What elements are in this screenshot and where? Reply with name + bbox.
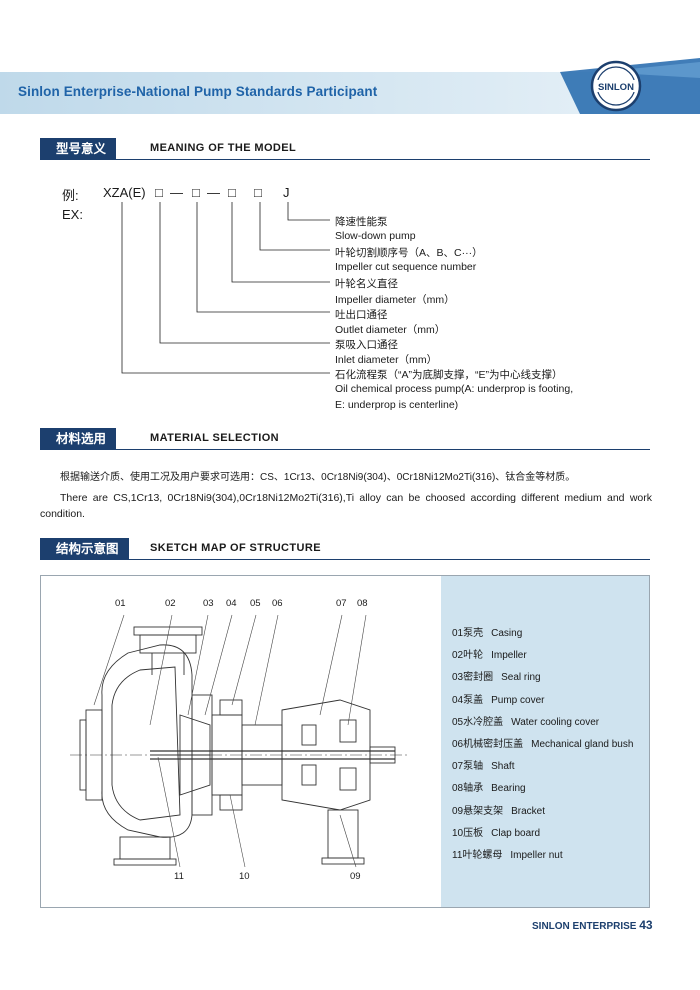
model-prefix-en: EX: bbox=[62, 207, 83, 222]
desc-5-en: Inlet diameter（mm） bbox=[335, 354, 438, 366]
desc-3-en: Impeller diameter（mm） bbox=[335, 294, 455, 306]
callout-04: 04 bbox=[226, 598, 237, 609]
part-item-05: 05水冷腔盖 Water cooling cover bbox=[452, 713, 599, 728]
section-structure-header: 结构示意图 SKETCH MAP OF STRUCTURE bbox=[40, 538, 650, 560]
part-name-cn: 压板 bbox=[463, 827, 484, 839]
part-label: 03 bbox=[452, 672, 464, 684]
model-dash-1: — bbox=[170, 185, 183, 200]
section-material-cn: 材料选用 bbox=[40, 428, 117, 450]
model-dash-2: — bbox=[207, 185, 220, 200]
part-item-04: 04泵盖 Pump cover bbox=[452, 691, 544, 706]
section-material-header: 材料选用 MATERIAL SELECTION bbox=[40, 428, 650, 450]
part-name-cn: 叶轮 bbox=[463, 650, 484, 662]
part-name-cn: 机械密封压盖 bbox=[463, 739, 524, 750]
part-item-10: 10压板 Clap board bbox=[452, 824, 540, 839]
part-name-cn: 泵轴 bbox=[463, 761, 484, 773]
desc-1-cn: 降速性能泵 bbox=[335, 216, 388, 228]
model-code-diagram: 例: EX: XZA(E) □ — □ — □ □ J 降速性能泵 Slow-d… bbox=[0, 175, 700, 425]
part-item-01: 01泵壳 Casing bbox=[452, 624, 522, 639]
part-name-cn: 泵壳 bbox=[463, 628, 484, 639]
callout-08: 08 bbox=[357, 598, 368, 609]
part-label: 10 bbox=[452, 827, 464, 839]
desc-6-cn: 石化流程泵（“A”为底脚支撑，“E”为中心线支撑） bbox=[335, 369, 563, 381]
part-item-11: 11叶轮螺母 Impeller nut bbox=[452, 846, 563, 861]
part-item-06: 06机械密封压盖 Mechanical gland bush bbox=[452, 735, 633, 750]
part-name-en: Impeller bbox=[491, 650, 527, 662]
section-model-header: 型号意义 MEANING OF THE MODEL bbox=[40, 138, 650, 160]
desc-5-cn: 泵吸入口通径 bbox=[335, 339, 398, 351]
part-label: 06 bbox=[452, 739, 464, 750]
callout-11: 11 bbox=[174, 871, 184, 882]
callout-03: 03 bbox=[203, 598, 214, 609]
callout-10: 10 bbox=[239, 871, 250, 882]
model-prefix-cn: 例: bbox=[62, 188, 79, 203]
part-item-09: 09悬架支架 Bracket bbox=[452, 802, 545, 817]
desc-2-cn: 叶轮切割顺序号（A、B、C···） bbox=[335, 247, 483, 259]
part-item-08: 08轴承 Bearing bbox=[452, 779, 526, 794]
model-box-2: □ bbox=[192, 185, 200, 200]
callout-07: 07 bbox=[336, 598, 347, 609]
part-name-en: Seal ring bbox=[501, 672, 541, 684]
part-name-cn: 密封圈 bbox=[463, 672, 494, 684]
parts-legend-panel bbox=[441, 576, 649, 907]
part-name-en: Bracket bbox=[511, 805, 546, 817]
section-material-en: MATERIAL SELECTION bbox=[150, 432, 280, 444]
desc-1-en: Slow-down pump bbox=[335, 230, 416, 242]
part-name-en: Shaft bbox=[491, 761, 515, 773]
part-name-en: Mechanical gland bush bbox=[531, 739, 634, 750]
model-leader-lines bbox=[121, 202, 330, 374]
model-suffix: J bbox=[283, 185, 290, 200]
page-number: 43 bbox=[639, 918, 653, 932]
section-model-cn: 型号意义 bbox=[40, 138, 117, 160]
part-name-en: Bearing bbox=[491, 783, 526, 795]
header-title: Sinlon Enterprise-National Pump Standard… bbox=[18, 84, 378, 99]
logo-text: SINLON bbox=[598, 82, 634, 93]
model-box-3: □ bbox=[228, 185, 236, 200]
part-name-en: Pump cover bbox=[491, 694, 545, 706]
page-footer: SINLON ENTERPRISE 43 bbox=[532, 918, 653, 932]
part-name-en: Clap board bbox=[491, 827, 541, 839]
part-label: 04 bbox=[452, 694, 464, 706]
callout-06: 06 bbox=[272, 598, 283, 609]
callout-09: 09 bbox=[350, 871, 361, 882]
part-name-cn: 悬架支架 bbox=[463, 805, 504, 817]
part-name-cn: 轴承 bbox=[463, 783, 484, 795]
part-item-03: 03密封圈 Seal ring bbox=[452, 668, 541, 683]
desc-6-en: Oil chemical process pump(A: underprop i… bbox=[335, 383, 574, 395]
part-name-cn: 泵盖 bbox=[463, 694, 484, 706]
sinlon-logo: SINLON bbox=[590, 60, 642, 112]
part-name-cn: 叶轮螺母 bbox=[462, 850, 503, 861]
part-label: 05 bbox=[452, 716, 464, 728]
part-item-07: 07泵轴 Shaft bbox=[452, 757, 514, 772]
callout-05: 05 bbox=[250, 598, 261, 609]
section-structure-en: SKETCH MAP OF STRUCTURE bbox=[150, 542, 321, 554]
model-code: XZA(E) bbox=[103, 185, 146, 200]
part-name-cn: 水冷腔盖 bbox=[463, 716, 504, 728]
section-model-en: MEANING OF THE MODEL bbox=[150, 142, 297, 154]
part-label: 11 bbox=[452, 850, 463, 861]
part-label: 02 bbox=[452, 650, 464, 662]
part-item-02: 02叶轮 Impeller bbox=[452, 646, 527, 661]
footer-label: SINLON ENTERPRISE bbox=[532, 921, 637, 932]
material-text-cn: 根据输送介质、使用工况及用户要求可选用：CS、1Cr13、0Cr18Ni9(30… bbox=[60, 472, 576, 483]
part-name-en: Casing bbox=[491, 628, 523, 639]
part-name-en: Impeller nut bbox=[510, 850, 563, 861]
part-label: 07 bbox=[452, 761, 464, 773]
desc-4-cn: 吐出口通径 bbox=[335, 309, 388, 321]
callout-02: 02 bbox=[165, 598, 176, 609]
callout-01: 01 bbox=[115, 598, 126, 609]
pump-cross-section-drawing bbox=[70, 614, 410, 868]
model-box-4: □ bbox=[254, 185, 262, 200]
desc-6-en-2: E: underprop is centerline) bbox=[335, 399, 459, 411]
desc-2-en: Impeller cut sequence number bbox=[335, 261, 477, 273]
desc-3-cn: 叶轮名义直径 bbox=[335, 278, 398, 290]
model-box-1: □ bbox=[155, 185, 163, 200]
part-label: 08 bbox=[452, 783, 464, 795]
section-structure-cn: 结构示意图 bbox=[40, 538, 129, 560]
part-name-en: Water cooling cover bbox=[511, 716, 600, 728]
part-label: 01 bbox=[452, 628, 464, 639]
part-label: 09 bbox=[452, 805, 464, 817]
material-text-en: There are CS,1Cr13, 0Cr18Ni9(304),0Cr18N… bbox=[40, 492, 652, 520]
desc-4-en: Outlet diameter（mm） bbox=[335, 324, 446, 336]
